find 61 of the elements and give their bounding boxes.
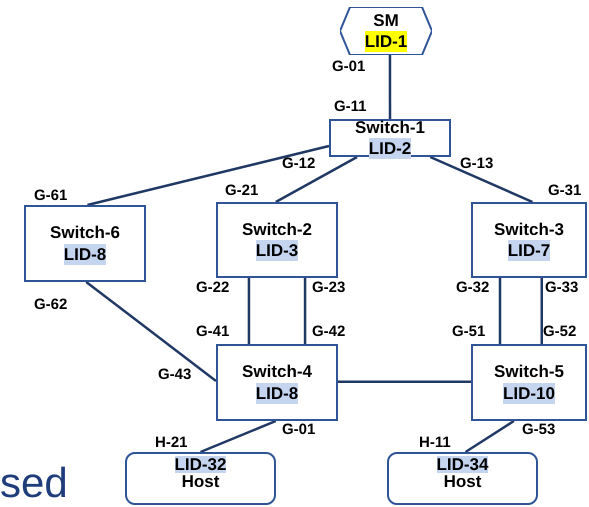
port-label: G-43 xyxy=(158,366,192,383)
connector-line xyxy=(430,156,533,204)
port-label: G-33 xyxy=(545,279,578,296)
node-title: Switch-6 xyxy=(50,222,120,244)
host-box xyxy=(387,452,538,505)
lid-label: LID-32 xyxy=(174,456,226,473)
connector-line xyxy=(540,278,543,344)
port-label: G-13 xyxy=(460,155,494,172)
port-label: G-61 xyxy=(34,187,68,204)
port-label: G-41 xyxy=(196,323,230,340)
node-title: Host xyxy=(444,473,482,490)
connector-line xyxy=(85,281,217,382)
lid-label: LID-2 xyxy=(368,138,412,160)
node-title: Switch-3 xyxy=(494,218,564,240)
connector-line xyxy=(248,278,250,344)
port-label: H-21 xyxy=(155,434,188,451)
port-label: G-11 xyxy=(334,98,367,115)
switch-box xyxy=(24,205,146,282)
port-label: G-42 xyxy=(312,323,346,340)
port-label: G-31 xyxy=(548,182,582,199)
switch-box xyxy=(216,202,338,278)
connector-line xyxy=(388,55,392,119)
text-fragment: sed xyxy=(0,462,68,504)
node-title: SM xyxy=(373,10,399,31)
lid-label: LID-34 xyxy=(436,456,488,473)
lid-label: LID-1 xyxy=(364,31,408,52)
connector-line xyxy=(464,420,515,454)
lid-label: LID-10 xyxy=(503,382,555,404)
lid-label: LID-8 xyxy=(64,244,106,265)
connector-line xyxy=(498,278,502,344)
port-label: G-53 xyxy=(522,421,556,438)
port-label: H-11 xyxy=(419,434,451,451)
hexagon-node xyxy=(340,7,432,55)
port-label: G-22 xyxy=(196,279,230,296)
node-title: Host xyxy=(182,473,220,490)
node-title: Switch-2 xyxy=(242,218,312,240)
port-label: G-62 xyxy=(34,296,68,313)
lid-label: LID-7 xyxy=(508,240,550,262)
connector-line xyxy=(200,420,276,454)
port-label: G-01 xyxy=(332,58,366,75)
port-label: G-23 xyxy=(312,279,346,296)
switch-box xyxy=(471,344,587,421)
connector-line xyxy=(338,380,471,383)
node-title: Switch-4 xyxy=(242,361,312,382)
node-title: Switch-1 xyxy=(355,116,425,138)
connector-line xyxy=(304,278,306,344)
connector-line xyxy=(275,156,358,204)
port-label: G-32 xyxy=(456,279,490,296)
lid-label: LID-8 xyxy=(256,382,298,404)
port-label: G-01 xyxy=(282,421,316,438)
port-label: G-52 xyxy=(543,323,576,340)
node-title: Switch-5 xyxy=(494,361,564,382)
lid-label: LID-3 xyxy=(256,240,298,262)
host-box xyxy=(125,452,276,505)
switch-box xyxy=(471,202,587,278)
port-label: G-12 xyxy=(282,155,316,172)
connector-line xyxy=(87,144,330,206)
switch-box xyxy=(329,119,451,157)
port-label: G-21 xyxy=(225,182,258,199)
port-label: G-51 xyxy=(452,323,486,340)
switch-box xyxy=(216,344,338,421)
